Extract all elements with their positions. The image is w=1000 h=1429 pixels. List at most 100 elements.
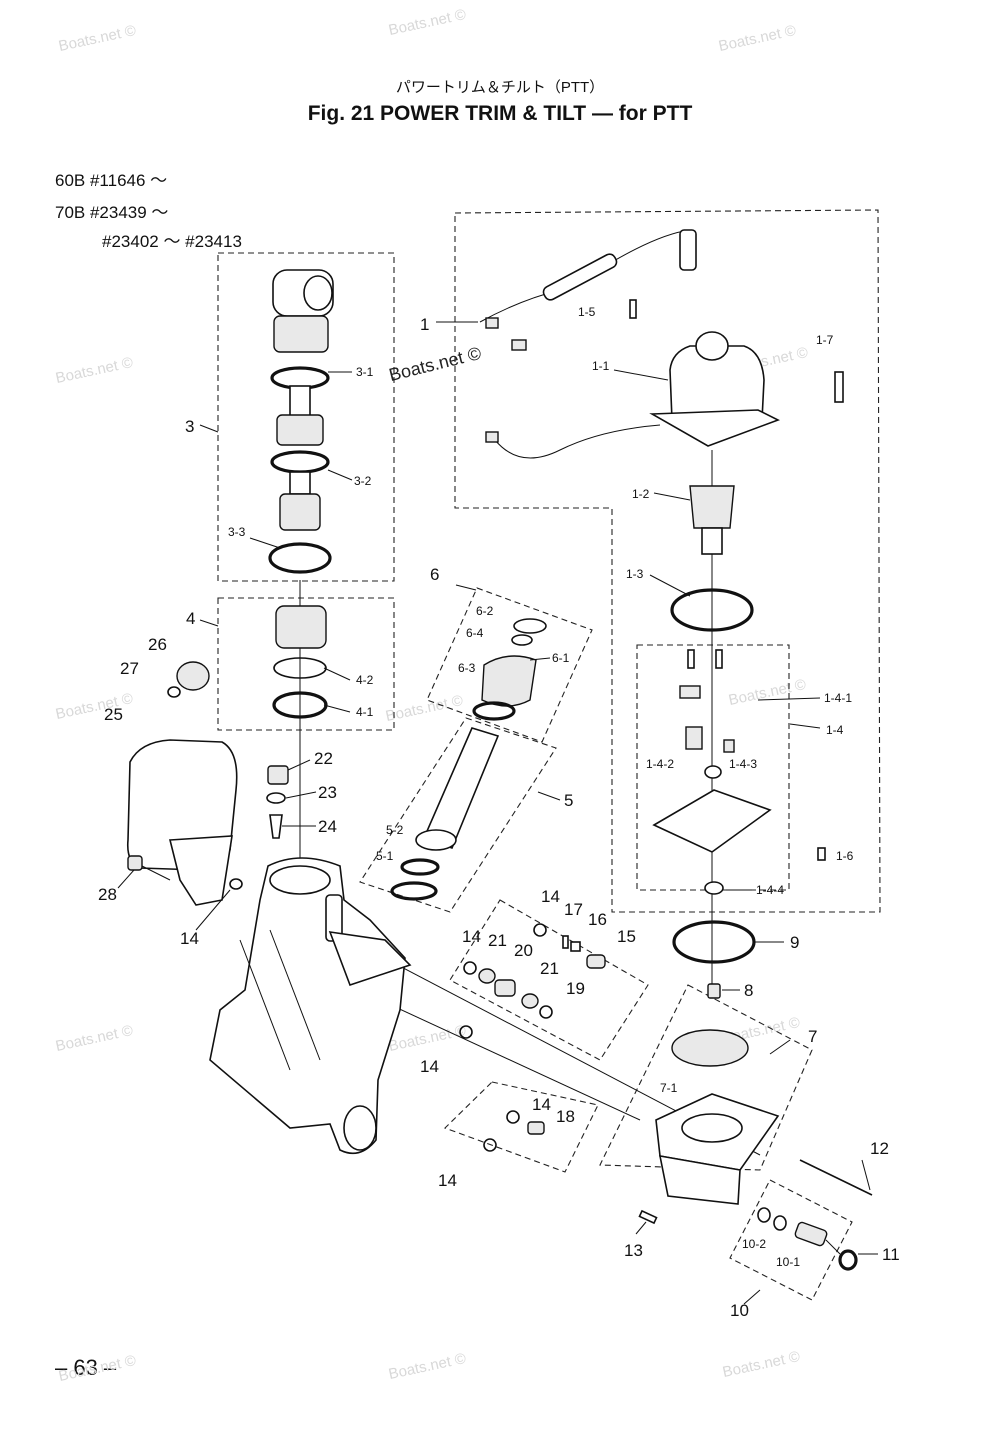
callout-1-4-1: 1-4-1	[824, 691, 852, 705]
o-ring	[773, 1215, 787, 1231]
plug-18	[527, 1121, 545, 1135]
brush-1-4-2	[685, 726, 703, 750]
leader	[635, 1221, 647, 1235]
pump-lower	[658, 1155, 741, 1205]
leader	[455, 584, 477, 591]
piston-rod-lower	[289, 471, 311, 495]
leader	[195, 889, 231, 931]
o-ring-14-c	[463, 961, 477, 975]
callout-23: 23	[318, 783, 337, 802]
pump-bore	[681, 1113, 743, 1143]
leader	[743, 1289, 761, 1305]
screw-1-5	[629, 299, 637, 319]
leader	[613, 369, 669, 381]
ground-wire	[494, 424, 661, 459]
end-plate	[652, 789, 772, 853]
group-box-14-18	[443, 1081, 599, 1173]
callout-14: 14	[541, 887, 560, 906]
callout-6-2: 6-2	[476, 604, 494, 618]
motor-housing-1-1	[669, 345, 765, 421]
callout-1-4-2: 1-4-2	[646, 757, 674, 771]
ball-16	[570, 941, 581, 952]
callout-6-1: 6-1	[552, 651, 570, 665]
o-ring-14-e	[506, 1110, 520, 1124]
washer-27	[167, 686, 181, 698]
leader	[649, 574, 691, 597]
leader	[249, 537, 281, 549]
bolt-12	[799, 1159, 873, 1196]
group-box-6	[426, 587, 593, 743]
leader	[757, 697, 821, 701]
o-ring-14-f	[483, 1138, 497, 1152]
bracket-1-4-1	[679, 685, 701, 699]
callout-25: 25	[104, 705, 123, 724]
callout-4: 4	[186, 609, 195, 628]
o-ring-23	[266, 792, 286, 804]
callout-19: 19	[566, 979, 585, 998]
terminal	[485, 317, 499, 329]
page-number: – 63 –	[55, 1355, 117, 1380]
callout-13: 13	[624, 1241, 643, 1260]
cap-6-1	[481, 655, 537, 707]
piston-rod	[289, 385, 311, 417]
leader	[653, 492, 691, 501]
callout-12: 12	[870, 1139, 889, 1158]
leader	[287, 759, 311, 771]
callout-17: 17	[564, 900, 583, 919]
washer-21-a	[478, 968, 496, 984]
serial-line-70b: 70B #23439 ～	[55, 203, 169, 222]
bushing-26	[176, 661, 210, 691]
callout-8: 8	[744, 981, 753, 1000]
screw-1-6	[817, 847, 826, 861]
valve-20	[494, 979, 516, 997]
group-box-4	[217, 597, 395, 731]
callout-1-5: 1-5	[578, 305, 596, 319]
o-ring-14-b	[533, 923, 547, 937]
cylinder-gland-nut	[273, 315, 329, 353]
o-ring-1-3	[670, 588, 754, 632]
leader	[199, 424, 219, 433]
callout-1-2: 1-2	[632, 487, 650, 501]
callout-1-4-3: 1-4-3	[729, 757, 757, 771]
leader	[861, 1159, 871, 1191]
valve-10-1	[794, 1221, 828, 1247]
callout-27: 27	[120, 659, 139, 678]
wire-sleeve	[542, 253, 618, 301]
brush	[723, 739, 735, 753]
callout-7: 7	[808, 1027, 817, 1046]
leader	[789, 723, 821, 729]
serial-line-60b: 60B #11646 ～	[55, 171, 168, 190]
o-ring-9	[672, 920, 756, 964]
part-6-4	[511, 634, 533, 646]
callout-5: 5	[564, 791, 573, 810]
plug-22	[267, 765, 289, 785]
armature-1-2	[689, 485, 735, 529]
callout-4-1: 4-1	[356, 705, 374, 719]
callout-24: 24	[318, 817, 337, 836]
callout-1-3: 1-3	[626, 567, 644, 581]
leader	[199, 619, 219, 627]
axis-line	[379, 999, 641, 1121]
gear-plate-7-1	[671, 1029, 749, 1067]
callout-3-2: 3-2	[354, 474, 372, 488]
callout-5-1: 5-1	[376, 849, 394, 863]
callout-3-1: 3-1	[356, 365, 374, 379]
callout-9: 9	[790, 933, 799, 952]
leader	[323, 667, 351, 681]
o-ring-5-2	[400, 858, 440, 876]
callout-22: 22	[314, 749, 333, 768]
o-ring-4-2	[273, 657, 327, 679]
leader	[529, 657, 551, 661]
group-box-5	[359, 717, 557, 913]
bracket-25-flange	[168, 835, 233, 906]
terminal	[485, 431, 499, 443]
motor-top	[695, 331, 729, 361]
callout-14: 14	[420, 1057, 439, 1076]
callout-1: 1	[420, 315, 429, 334]
tilt-rod-5	[422, 727, 500, 850]
callout-3-3: 3-3	[228, 525, 246, 539]
leader	[285, 791, 317, 799]
washer-1-4-4	[704, 881, 724, 895]
o-ring-6-3	[472, 701, 516, 721]
